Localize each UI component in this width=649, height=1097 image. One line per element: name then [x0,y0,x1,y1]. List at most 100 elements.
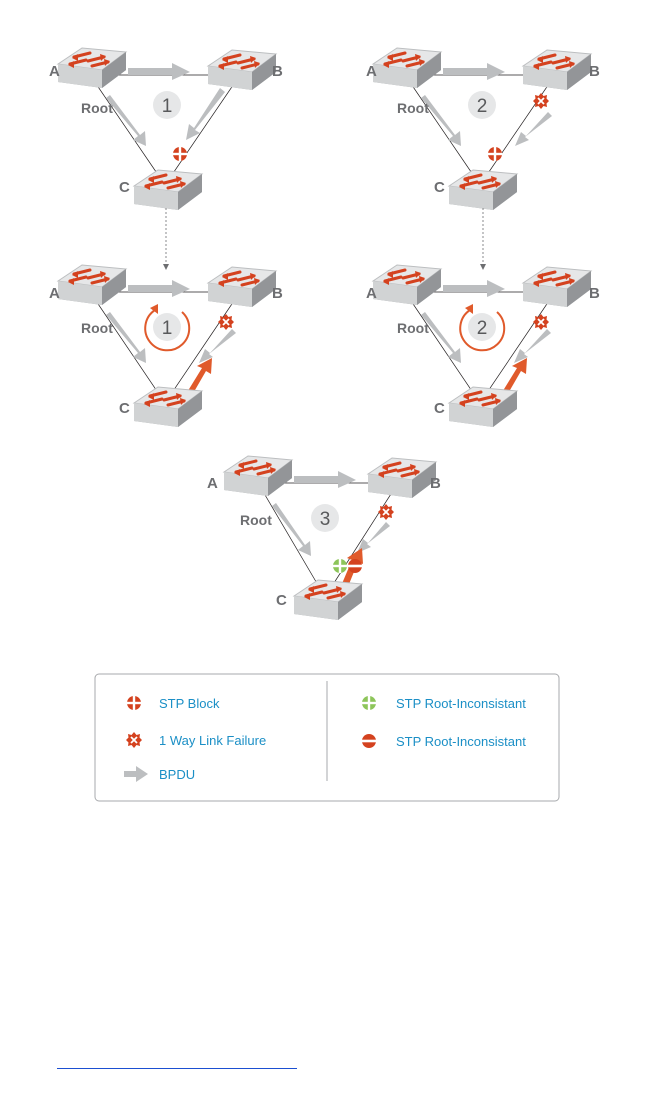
node-label-a: A [207,475,218,492]
bpdu-arrow-a-b [294,471,356,488]
node-label-a: A [49,285,60,302]
link-a-c [404,291,481,404]
switch-c [132,168,204,212]
link-b-c [479,291,556,404]
link-a-c [89,74,166,186]
stp-block-icon [173,147,187,161]
bpdu-arrow-a-c [106,312,146,363]
bpdu-arrow-a-b [443,280,505,297]
footer-rule [57,1068,297,1069]
bpdu-arrow-a-b [443,63,505,80]
root-label: Root [240,512,272,528]
switch-a [371,263,443,307]
node-label-a: A [366,63,377,80]
panel-5: 3 A B C Root [207,454,441,622]
switch-c [447,168,519,212]
legend-stp-block: STP Block [159,696,220,711]
link-a-c [89,291,166,404]
link-b-c [324,482,399,598]
step-number: 2 [477,96,488,117]
stp-block-icon [127,696,141,710]
link-failure-icon [125,731,143,749]
link-a-c [257,482,326,598]
link-b-c [479,74,556,186]
bpdu-arrow-b-c [514,329,551,363]
link-failure-icon [217,313,235,331]
bpdu-arrow-b-c [186,88,225,140]
root-inconsistent-red-icon [362,734,376,748]
root-inconsistent-green-icon [333,559,347,573]
node-label-c: C [434,179,445,196]
bpdu-arrow-b-c [515,112,552,146]
node-label-b: B [272,63,283,80]
node-label-a: A [366,285,377,302]
bpdu-arrow-a-c [421,312,461,363]
step-number: 2 [477,318,488,339]
step-number: 1 [162,318,173,339]
loop-arrow-icon [459,309,506,352]
legend-link-failure: 1 Way Link Failure [159,733,266,748]
node-label-b: B [589,63,600,80]
bpdu-arrow-b-c [357,522,390,553]
bpdu-arrow-c-b-active [501,358,527,397]
bpdu-arrow-a-b [128,63,190,80]
panel-4: 2 A B C Root [366,263,600,429]
root-label: Root [397,100,429,116]
bpdu-arrow-a-c [106,95,146,146]
bpdu-arrow-c-b-active [186,358,212,397]
node-label-c: C [119,400,130,417]
step-badge [153,313,181,341]
root-label: Root [397,320,429,336]
legend: STP Block 1 Way Link Failure BPDU STP Ro… [94,673,560,802]
node-label-b: B [589,285,600,302]
bpdu-icon [124,766,148,782]
flow-connector-left [163,208,169,270]
link-b-c [164,74,241,186]
switch-a [56,263,128,307]
loop-arrowhead-icon [150,304,158,314]
switch-b [206,48,278,92]
switch-a [371,46,443,90]
link-a-c [404,74,481,186]
switch-b [521,265,593,309]
step-badge [468,91,496,119]
step-badge [468,313,496,341]
switch-c [447,385,519,429]
link-failure-icon [532,313,550,331]
node-label-c: C [119,179,130,196]
node-label-b: B [272,285,283,302]
node-label-c: C [276,592,287,609]
loop-arrow-icon [144,309,191,352]
root-label: Root [81,100,113,116]
node-label-b: B [430,475,441,492]
link-failure-icon [532,92,550,110]
switch-a [56,46,128,90]
loop-arrowhead-icon [465,304,473,314]
switch-b [206,265,278,309]
switch-c [132,385,204,429]
step-number: 1 [162,96,173,117]
panel-2: 2 A B C Root [366,46,600,212]
panel-1: 1 A B C Root [49,46,283,212]
link-failure-icon [377,503,395,521]
root-inconsistent-red-icon [348,559,362,573]
bpdu-arrow-a-c [272,503,311,556]
step-badge [153,91,181,119]
step-number: 3 [320,509,331,530]
step-badge [311,504,339,532]
node-label-c: C [434,400,445,417]
legend-bpdu: BPDU [159,767,195,782]
root-label: Root [81,320,113,336]
legend-root-inconsistent-red: STP Root-Inconsistant [396,734,526,749]
stp-block-icon [488,147,502,161]
switch-b [521,48,593,92]
switch-c [292,578,364,622]
bpdu-arrow-a-b [128,280,190,297]
flow-connector-right [480,208,486,270]
bpdu-arrow-a-c [421,95,461,146]
link-b-c [164,291,241,404]
node-label-a: A [49,63,60,80]
bpdu-arrow-b-c [199,329,236,363]
panel-3: 1 A B C Root [49,263,283,429]
